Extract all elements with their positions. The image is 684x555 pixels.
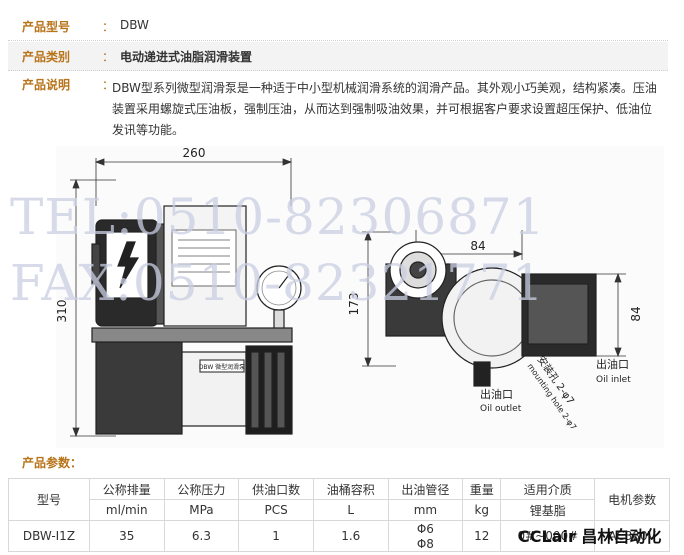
dim-173-label: 173	[347, 293, 361, 316]
unit-displacement: ml/min	[88, 499, 165, 521]
unit-outlets: PCS	[238, 499, 314, 521]
dimension-310	[70, 178, 116, 438]
oil-outlet-label: 出油口 Oil outlet	[480, 387, 522, 414]
svg-text:出油口: 出油口	[596, 357, 629, 371]
reservoir	[163, 205, 247, 327]
pump-technical-drawing: 260 310	[56, 146, 664, 448]
header-outlets: 供油口数	[238, 478, 314, 500]
unit-volume: L	[312, 499, 389, 521]
watermark-fax: FAX:0510-82321771	[10, 254, 545, 312]
header-pipe: 出油管径	[387, 478, 464, 500]
params-data-row: DBW-I1Z 35 6.3 1 1.6 Φ6 12 0#~000# AC380…	[8, 520, 670, 552]
brand-logo-text: CCLair 昌林自动化	[518, 527, 662, 546]
model-row: 产品型号 ： DBW	[8, 12, 668, 41]
cell-motor: AC380V	[594, 520, 670, 552]
motor	[91, 219, 165, 327]
category-row: 产品类别 ： 电动递进式油脂润滑装置	[8, 42, 668, 71]
dim-height-label: 310	[56, 300, 69, 323]
cell-pressure: 6.3	[163, 520, 240, 552]
dimension-173	[362, 230, 396, 368]
cell-outlets: 1	[238, 520, 314, 552]
unit-weight: kg	[462, 499, 502, 521]
dim-84-right-label: 84	[629, 306, 643, 321]
header-medium: 适用介质	[500, 478, 596, 500]
description-separator: ：	[102, 78, 115, 92]
dim-84-top-label: 84	[470, 239, 485, 253]
unit-pressure: MPa	[163, 499, 240, 521]
dim-width-label: 260	[183, 146, 206, 160]
header-motor: 电机参数	[594, 478, 670, 521]
pump-base	[91, 327, 293, 435]
category-value: 电动递进式油脂润滑装置	[120, 50, 253, 64]
params-table: 型号 公称排量 公称压力 供油口数 油桶容积 出油管径 重量 适用介质 电机参数…	[8, 478, 670, 552]
category-label: 产品类别	[22, 50, 71, 64]
oil-inlet-label: 出油口 Oil inlet	[596, 357, 631, 385]
svg-text:Oil inlet: Oil inlet	[596, 375, 631, 385]
model-value: DBW	[120, 18, 149, 32]
side-view	[385, 241, 597, 387]
description-row: 产品说明 ：	[8, 72, 668, 140]
cell-model: DBW-I1Z	[8, 520, 90, 552]
cell-volume: 1.6	[312, 520, 389, 552]
description-label: 产品说明	[22, 78, 71, 92]
cell-pipe-1: Φ6	[387, 520, 464, 536]
header-model: 型号	[8, 478, 90, 521]
watermark-tel: TEL:0510-82306871	[10, 188, 546, 246]
unit-pipe: mm	[387, 499, 464, 521]
model-separator: ：	[102, 20, 115, 34]
pressure-gauge	[256, 265, 302, 331]
params-header-row: 型号 公称排量 公称压力 供油口数 油桶容积 出油管径 重量 适用介质 电机参数	[8, 478, 670, 521]
svg-text:出油口: 出油口	[480, 387, 513, 401]
dimension-260	[94, 158, 293, 206]
params-unit-row: ml/min MPa PCS L mm kg 锂基脂	[9, 499, 670, 521]
pump-nameplate: DBW 微型润滑泵	[199, 363, 245, 371]
header-volume: 油桶容积	[312, 478, 389, 500]
header-pressure: 公称压力	[163, 478, 240, 500]
cell-medium: 0#~000#	[500, 520, 596, 552]
category-separator: ：	[102, 50, 115, 64]
params-title: 产品参数：	[22, 456, 83, 470]
header-weight: 重量	[462, 478, 502, 500]
cell-pipe-2: Φ8	[387, 536, 464, 552]
svg-text:Oil outlet: Oil outlet	[480, 404, 522, 414]
params-data-row-2: Φ8	[9, 536, 670, 552]
header-displacement: 公称排量	[88, 478, 165, 500]
lightning-icon	[117, 241, 140, 289]
unit-medium: 锂基脂	[500, 499, 596, 521]
cell-weight: 12	[462, 520, 502, 552]
cell-displacement: 35	[88, 520, 165, 552]
description-text: DBW型系列微型润滑泵是一种适于中小型机械润滑系统的润滑产品。其外观小巧美观，结…	[112, 81, 657, 137]
model-label: 产品型号	[22, 20, 71, 34]
params-title-row: 产品参数：	[8, 450, 668, 476]
dimension-84-right	[596, 272, 626, 358]
